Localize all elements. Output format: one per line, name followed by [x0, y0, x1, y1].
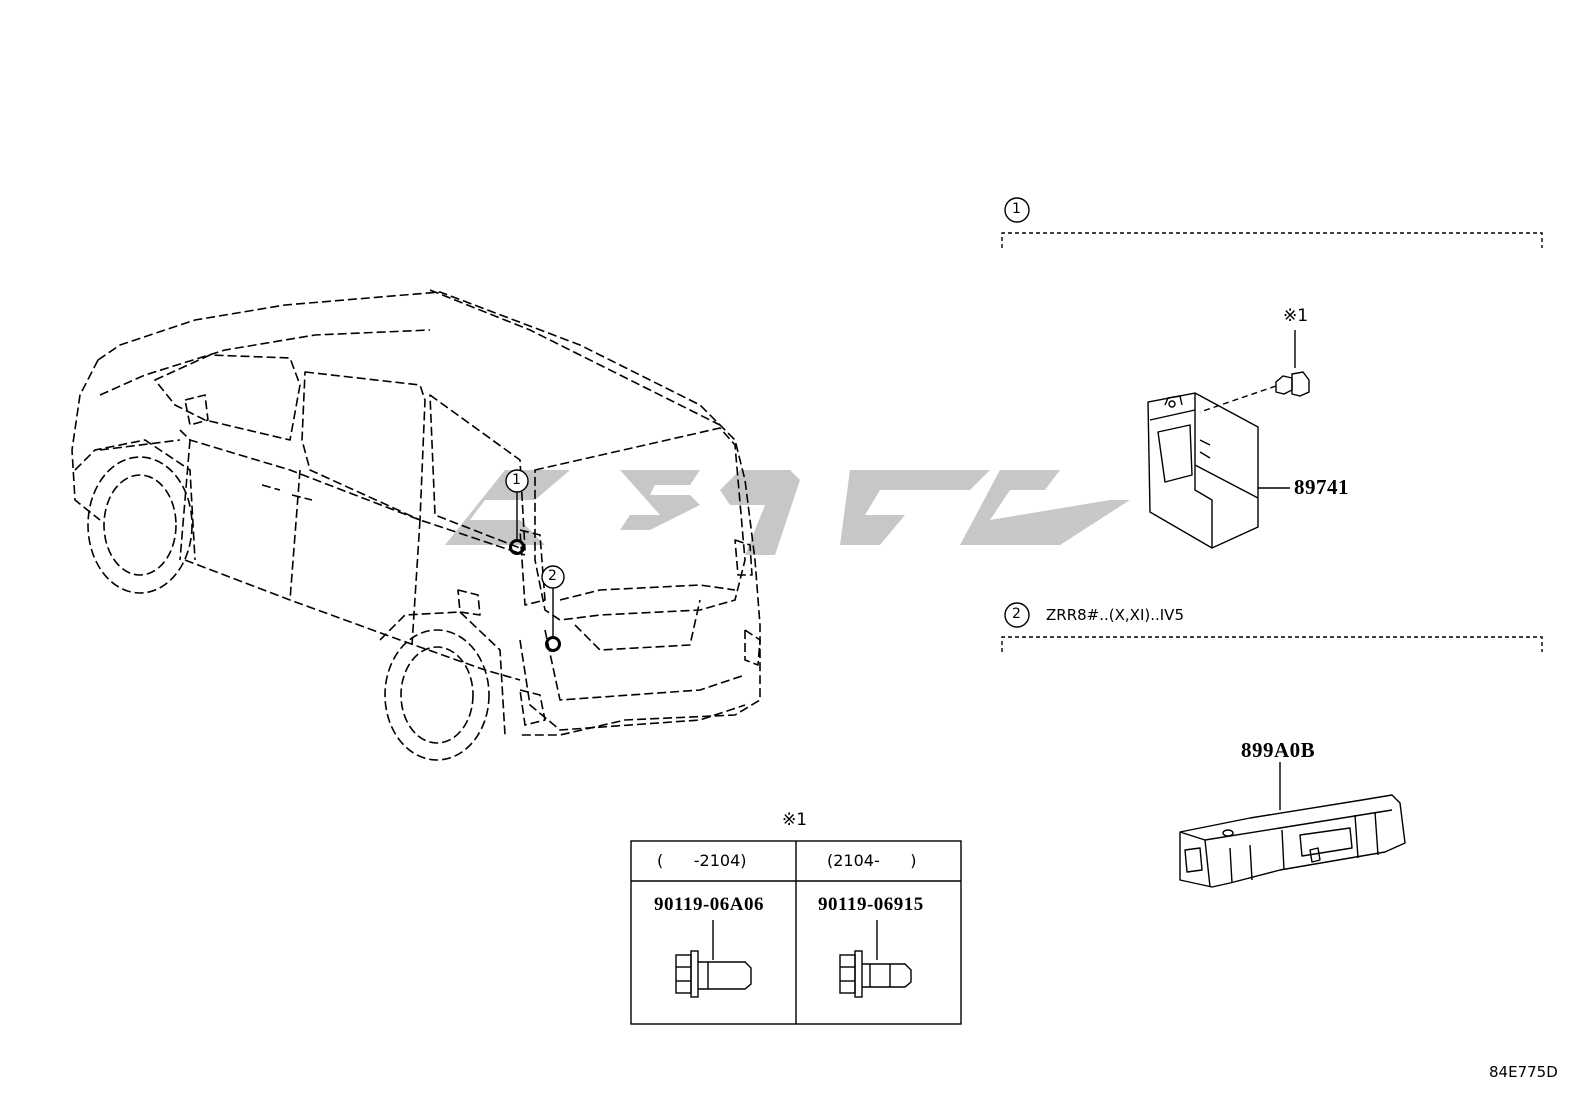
part-number-90119-06A06[interactable]: 90119-06A06: [654, 894, 764, 915]
bolt-90119-06915-drawing: [839, 920, 912, 998]
section-1-number: 1: [1012, 201, 1021, 217]
bolt-table-note: ※1: [782, 810, 808, 830]
part-number-89741[interactable]: 89741: [1294, 475, 1349, 499]
section-1-frame: [1001, 197, 1543, 248]
section-2-number: 2: [1012, 606, 1021, 622]
illustration-code: 84E775D: [1489, 1063, 1558, 1081]
bolt-table-period-2: (2104- ): [827, 851, 917, 870]
bolt-90119-06A06-drawing: [675, 920, 752, 998]
section-1-note: ※1: [1283, 306, 1309, 326]
section-1-bolt: [1199, 330, 1310, 413]
bracket-899A0B: [1179, 794, 1406, 888]
part-number-899A0B[interactable]: 899A0B: [1241, 738, 1316, 762]
controller-89741: [1147, 392, 1259, 549]
watermark-logo: [445, 470, 1130, 555]
bolt-table-grid: [630, 840, 962, 1025]
section-2-condition: ZRR8#..(X,XI)..IV5: [1046, 606, 1184, 624]
bolt-table-period-1: ( -2104): [657, 851, 747, 870]
vehicle-callout-2[interactable]: [541, 565, 565, 652]
vehicle-callout-1[interactable]: [505, 469, 529, 555]
vehicle-callout-2-number: 2: [548, 568, 557, 584]
part-number-90119-06915[interactable]: 90119-06915: [818, 894, 924, 915]
section-2-frame: [1001, 602, 1543, 652]
vehicle-callout-1-number: 1: [512, 472, 521, 488]
vehicle-wheels: [74, 439, 506, 761]
vehicle-illustration: [71, 289, 761, 736]
